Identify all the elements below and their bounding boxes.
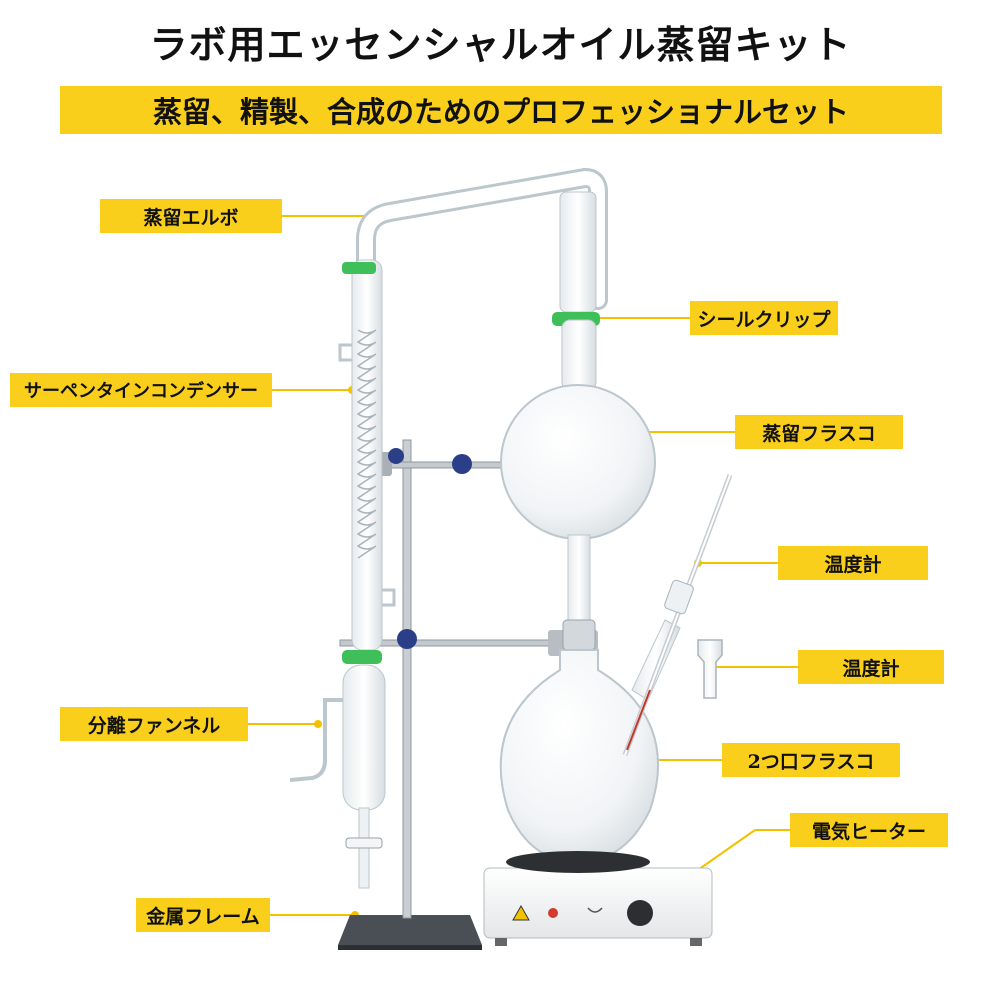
label-distillation-flask: 蒸留フラスコ: [735, 415, 903, 449]
subtitle-text: 蒸留、精製、合成のためのプロフェッショナルセット: [152, 95, 849, 129]
callout-lines: [248, 215, 798, 916]
subtitle-banner: 蒸留、精製、合成のためのプロフェッショナルセット: [60, 86, 942, 134]
label-seal-clip-text: シールクリップ: [697, 308, 831, 331]
label-separatory-funnel-text: 分離ファンネル: [87, 714, 221, 737]
thermometer-adapter: [697, 639, 723, 699]
clip-icon: [342, 262, 376, 274]
power-indicator-icon: [548, 908, 558, 918]
distillation-flask: [500, 319, 656, 651]
two-neck-flask: [499, 619, 681, 864]
electric-heater: [483, 851, 713, 946]
label-metal-frame-text: 金属フレーム: [146, 905, 260, 928]
label-elbow-text: 蒸留エルボ: [143, 206, 239, 229]
label-two-neck-flask: 2つ口フラスコ: [722, 743, 900, 777]
label-adapter-text: 温度計: [842, 657, 900, 680]
label-adapter: 温度計: [798, 650, 944, 684]
label-seal-clip: シールクリップ: [690, 301, 838, 335]
label-elbow: 蒸留エルボ: [100, 199, 282, 233]
thermometer: [622, 474, 733, 756]
label-heater: 電気ヒーター: [790, 813, 948, 847]
label-metal-frame: 金属フレーム: [136, 898, 270, 932]
label-condenser-text: サーペンタインコンデンサー: [24, 381, 258, 402]
warning-icon: [512, 904, 530, 921]
label-heater-text: 電気ヒーター: [811, 820, 926, 843]
label-two-neck-flask-text: 2つ口フラスコ: [747, 750, 875, 773]
separatory-funnel: [289, 664, 386, 889]
upper-knob-icon: [452, 454, 472, 474]
brand-logo-icon: [587, 907, 603, 913]
label-condenser: サーペンタインコンデンサー: [10, 373, 272, 407]
label-distillation-flask-text: 蒸留フラスコ: [762, 422, 876, 445]
clip-icon: [342, 650, 382, 664]
label-separatory-funnel: 分離ファンネル: [60, 707, 248, 741]
page-title: ラボ用エッセンシャルオイル蒸留キット: [149, 22, 852, 67]
lower-knob-icon: [397, 629, 417, 649]
label-thermometer-text: 温度計: [824, 553, 882, 576]
heater-knob-icon: [627, 900, 653, 926]
distillation-elbow: [356, 167, 608, 313]
label-thermometer: 温度計: [778, 546, 928, 580]
